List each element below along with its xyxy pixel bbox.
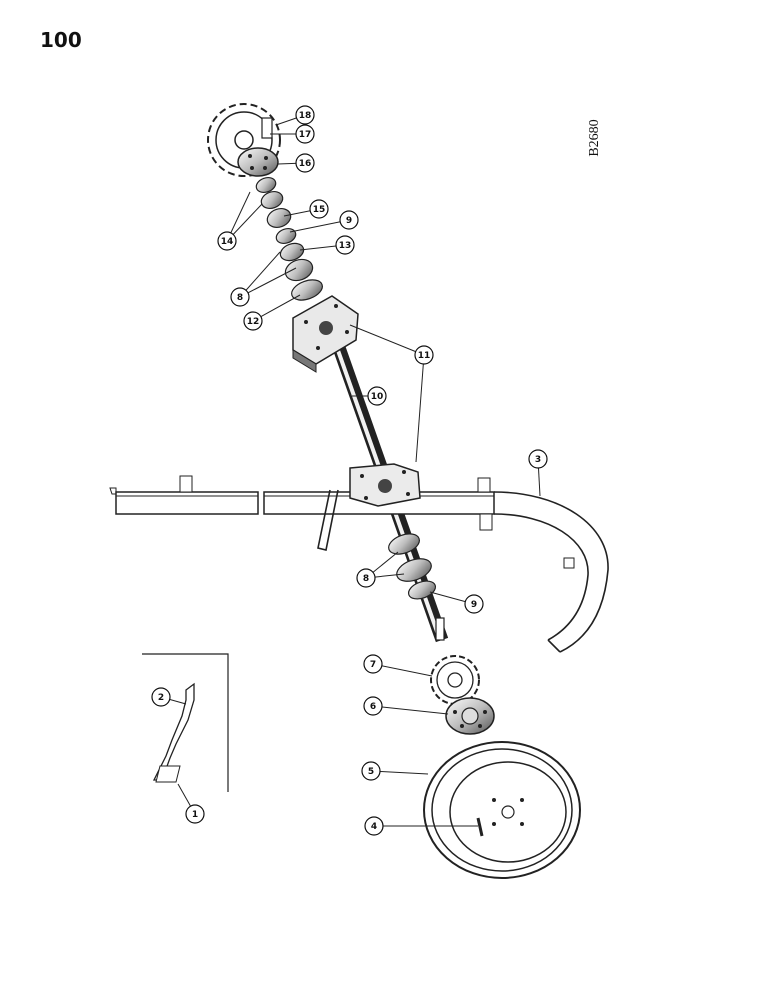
key-pin xyxy=(476,817,484,837)
upper-bearing-plate xyxy=(292,295,359,373)
callout-12-label: 12 xyxy=(247,317,260,327)
callout-18-label: 18 xyxy=(299,111,312,121)
callout-17-label: 17 xyxy=(299,130,312,140)
callout-3-label: 3 xyxy=(535,455,541,465)
frame-rail xyxy=(109,475,609,653)
callout-1: 1 xyxy=(185,804,205,824)
callout-11: 11 xyxy=(414,345,434,365)
callout-13: 13 xyxy=(335,235,355,255)
callout-10: 10 xyxy=(367,386,387,406)
callout-16: 16 xyxy=(295,153,315,173)
callout-11-label: 11 xyxy=(418,351,431,361)
leader-lines xyxy=(160,114,541,827)
callout-4-label: 4 xyxy=(371,822,377,832)
lower-sprocket xyxy=(430,655,480,705)
callout-2: 2 xyxy=(151,687,171,707)
callout-7: 7 xyxy=(363,654,383,674)
callout-7-label: 7 xyxy=(370,660,376,670)
sprocket-hub-flange xyxy=(237,147,279,177)
callout-13-label: 13 xyxy=(339,241,352,251)
callout-6: 6 xyxy=(363,696,383,716)
callout-15: 15 xyxy=(309,199,329,219)
lower-bearing-plate xyxy=(349,463,421,507)
callout-14: 14 xyxy=(217,231,237,251)
callout-9a-label: 9 xyxy=(471,600,477,610)
callout-14-label: 14 xyxy=(221,237,234,247)
callout-2-label: 2 xyxy=(158,693,164,703)
callout-10-label: 10 xyxy=(371,392,384,402)
callout-8a-label: 8 xyxy=(363,574,369,584)
callout-8b-label: 8 xyxy=(237,293,243,303)
callout-8a: 8 xyxy=(356,568,376,588)
lower-bearing-stack xyxy=(388,533,445,641)
callout-4: 4 xyxy=(364,816,384,836)
callout-1-label: 1 xyxy=(192,810,198,820)
callout-5: 5 xyxy=(361,761,381,781)
hub xyxy=(445,697,495,735)
callout-18: 18 xyxy=(295,105,315,125)
callout-17: 17 xyxy=(295,124,315,144)
callout-8b: 8 xyxy=(230,287,250,307)
callout-9b-label: 9 xyxy=(346,216,352,226)
callout-5-label: 5 xyxy=(368,767,374,777)
key xyxy=(261,117,273,139)
callout-6-label: 6 xyxy=(370,702,376,712)
callout-12: 12 xyxy=(243,311,263,331)
inset-box xyxy=(142,653,229,792)
wheel xyxy=(423,741,581,879)
callout-3: 3 xyxy=(528,449,548,469)
page-number: 100 xyxy=(40,28,82,52)
callout-9a: 9 xyxy=(464,594,484,614)
upper-bearing-stack xyxy=(255,176,323,301)
callout-16-label: 16 xyxy=(299,159,312,169)
callout-15-label: 15 xyxy=(313,205,326,215)
callout-9b: 9 xyxy=(339,210,359,230)
